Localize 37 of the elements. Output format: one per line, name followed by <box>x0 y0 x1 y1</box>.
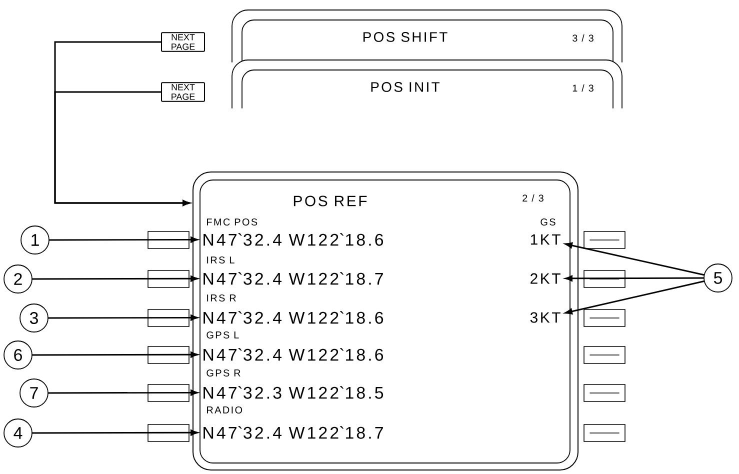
callout-number: 4 <box>4 418 32 448</box>
callout-number: 1 <box>20 226 50 254</box>
callout-number: 7 <box>20 378 48 408</box>
position-readout: N47`32.3 W122`18.5 <box>204 386 384 399</box>
arrow <box>565 275 704 282</box>
field-header: GS <box>540 218 556 226</box>
callout-number: 3 <box>20 304 48 332</box>
callout-number: 2 <box>4 264 32 294</box>
arrow <box>48 314 198 321</box>
arrow <box>48 236 198 243</box>
position-readout: N47`32.4 W122`18.7 <box>204 426 383 439</box>
next-page-key: NEXT PAGE <box>161 82 205 102</box>
ground-speed-readout: 3KT <box>530 312 560 323</box>
page-panel: POS INIT 1 / 3 <box>232 60 622 108</box>
arrow <box>32 352 198 358</box>
position-readout: N47`32.4 W122`18.6 <box>204 348 384 361</box>
arrow <box>32 430 198 436</box>
callout-number: 5 <box>704 264 732 292</box>
field-header: GPS L <box>206 331 239 339</box>
field-header: GPS R <box>206 369 240 377</box>
arrow <box>564 242 705 276</box>
field-header: IRS L <box>207 256 234 264</box>
field-header: IRS R <box>207 294 236 302</box>
ground-speed-readout: 2KT <box>530 273 560 284</box>
position-readout: N47`32.4 W122`18.6 <box>204 233 384 246</box>
position-readout: N47`32.4 W122`18.7 <box>204 272 383 285</box>
page-panel: POS SHIFT 3 / 3 <box>232 10 622 62</box>
position-readout: N47`32.4 W122`18.6 <box>204 311 384 324</box>
callout-number: 6 <box>4 340 32 370</box>
arrow <box>564 280 705 314</box>
arrow <box>32 276 198 282</box>
field-header: RADIO <box>207 406 242 414</box>
arrow <box>48 390 198 396</box>
ground-speed-readout: 1KT <box>530 234 560 245</box>
arrow <box>54 91 190 206</box>
field-header: FMC POS <box>207 218 258 226</box>
next-page-key: NEXT PAGE <box>161 32 205 52</box>
